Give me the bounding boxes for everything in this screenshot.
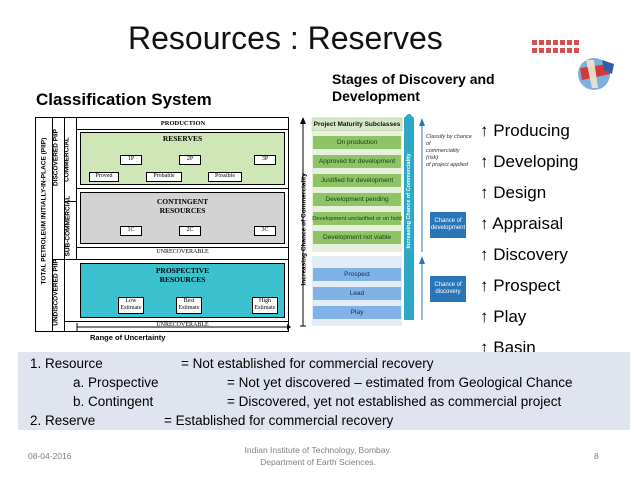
up-arrow-icon: ↑ (480, 152, 489, 171)
up-arrow-icon: ↑ (480, 276, 489, 295)
stage-item: ↑ Developing (480, 152, 579, 171)
stages-heading-line2: Development (332, 88, 420, 104)
range-of-uncertainty-label: Range of Uncertainty (90, 333, 166, 342)
category-3c: 3C (254, 226, 276, 236)
maturity-row: Development unclarified or on hold (312, 215, 402, 222)
category-3p: 3P (254, 155, 276, 165)
prospective-label-line1: PROSPECTIVE (155, 266, 210, 275)
category-1p: 1P (120, 155, 142, 165)
production-label: PRODUCTION (160, 120, 206, 127)
up-arrow-icon: ↑ (480, 338, 489, 357)
prospective-label-line2: RESOURCES (159, 275, 206, 284)
commerciality-bar-label: Increasing Chance of Commerciality (406, 153, 412, 249)
up-arrow-icon: ↑ (480, 121, 489, 140)
undiscovered-piip-label: UNDISCOVERED PIIP (52, 259, 60, 326)
maturity-blue-row-rect (313, 306, 401, 319)
maturity-row: On production (336, 139, 378, 146)
category-1c: 1C (120, 226, 142, 236)
stage-list: ↑ Producing ↑ Developing ↑ Design ↑ Appr… (480, 119, 578, 367)
institute-logo (532, 40, 614, 90)
unrecoverable-label-1: UNRECOVERABLE (156, 249, 209, 255)
classify-note: Classify by chance of commerciality (ris… (426, 134, 472, 168)
range-arrow (76, 323, 291, 331)
contingent-label-line2: RESOURCES (159, 206, 206, 215)
stage-item: ↑ Prospect (480, 276, 561, 295)
up-arrow-icon: ↑ (480, 183, 489, 202)
maturity-green-row-rect (313, 174, 401, 187)
up-arrow-icon: ↑ (480, 245, 489, 264)
definition-resource-label: 1. Resource (30, 356, 103, 371)
maturity-green-row-rect (313, 212, 401, 225)
definition-contingent-text: = Discovered, yet not established as com… (227, 394, 562, 409)
unrecoverable-label-2: UNRECOVERABLE (156, 322, 209, 328)
reserves-label: RESERVES (162, 134, 203, 143)
maturity-row: Approved for development (318, 158, 396, 165)
maturity-row: Development pending (325, 196, 389, 203)
class-possible: Possible (208, 172, 242, 182)
maturity-green-row-rect (313, 136, 401, 149)
definition-reserve-text: = Established for commercial recovery (164, 413, 394, 428)
discovered-piip-label: DISCOVERED PIIP (52, 128, 60, 187)
stages-heading: Stages of Discovery and Development (332, 71, 495, 105)
maturity-row: Lead (349, 290, 365, 297)
category-2c: 2C (179, 226, 201, 236)
class-probable: Probable (146, 172, 182, 182)
up-arrow-icon: ↑ (480, 214, 489, 233)
maturity-graphics (300, 114, 425, 327)
stage-item: ↑ Appraisal (480, 214, 564, 233)
definition-contingent-label: b. Contingent (73, 394, 154, 409)
page-number: 8 (594, 451, 599, 461)
classification-heading: Classification System (36, 90, 212, 109)
maturity-row: Development not viable (323, 234, 391, 241)
definitions-box: 1. Resource = Not established for commer… (18, 352, 630, 430)
maturity-row: Justified for development (320, 177, 394, 184)
maturity-row: Prospect (344, 271, 370, 278)
maturity-green-row-rect (313, 193, 401, 206)
increasing-chance-axis-label: Increasing Chance of Commerciality (300, 173, 308, 286)
slide-title: Resources : Reserves (128, 20, 443, 56)
maturity-blue-row-rect (313, 287, 401, 300)
stage-item: ↑ Discovery (480, 245, 568, 264)
stage-item: ↑ Design (480, 183, 547, 202)
maturity-green-row-rect (313, 231, 401, 244)
footer-date: 08-04-2016 (28, 451, 72, 461)
maturity-diagram: Increasing Chance of Commerciality Proje… (300, 114, 472, 332)
maturity-row: Play (350, 309, 364, 316)
commercial-label: COMMERCIAL (63, 137, 71, 182)
definition-resource-text: = Not established for commercial recover… (181, 356, 434, 371)
footer-institute-line1: Indian Institute of Technology, Bombay. (244, 445, 392, 455)
stage-item: ↑ Play (480, 307, 527, 326)
footer-institute-line2: Department of Earth Sciences. (260, 457, 376, 467)
definition-reserve-label: 2. Reserve (30, 413, 96, 428)
footer-institute: Indian Institute of Technology, Bombay. … (208, 444, 428, 468)
definition-prospective-label: a. Prospective (73, 375, 159, 390)
contingent-label-line1: CONTINGENT (156, 197, 209, 206)
maturity-header: Project Maturity Subclasses (313, 121, 401, 128)
stage-item: ↑ Producing (480, 121, 570, 140)
stages-heading-line1: Stages of Discovery and (332, 71, 495, 87)
sub-commercial-label: SUB-COMMERCIAL (64, 195, 72, 257)
category-2p: 2P (179, 155, 201, 165)
classification-diagram: TOTAL PETROLEUM INITIALLY-IN-PLACE (PIIP… (35, 117, 289, 332)
definition-prospective-text: = Not yet discovered – estimated from Ge… (227, 375, 573, 390)
maturity-blue-row-rect (313, 268, 401, 281)
up-arrow-icon: ↑ (480, 307, 489, 326)
class-proved: Proved (89, 172, 119, 182)
maturity-green-row-rect (313, 155, 401, 168)
total-piip-label: TOTAL PETROLEUM INITIALLY-IN-PLACE (PIIP… (40, 137, 48, 285)
